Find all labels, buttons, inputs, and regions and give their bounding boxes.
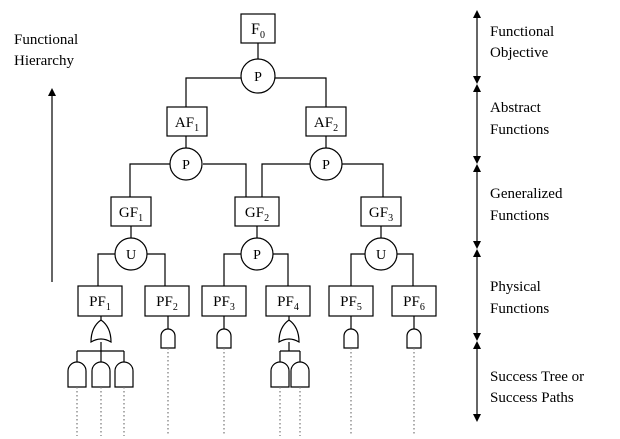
and-gate-pf4-b xyxy=(290,361,310,388)
level-label-success-paths: Success Tree or Success Paths xyxy=(490,369,584,406)
svg-text:Functional: Functional xyxy=(490,24,554,40)
svg-text:U: U xyxy=(376,248,386,263)
level-label-generalized-functions: Generalized Functions xyxy=(490,186,563,224)
box-gf3: GF3 xyxy=(360,196,402,227)
svg-text:GF1: GF1 xyxy=(119,205,143,224)
svg-text:PF1: PF1 xyxy=(89,294,111,313)
svg-text:Success Tree or: Success Tree or xyxy=(490,369,584,385)
and-gate-pf6 xyxy=(406,328,422,349)
or-gate-pf4 xyxy=(278,319,300,344)
box-gf1: GF1 xyxy=(110,196,152,227)
svg-text:PF3: PF3 xyxy=(213,294,235,313)
svg-text:F0: F0 xyxy=(251,21,265,41)
box-pf2: PF2 xyxy=(144,285,190,317)
and-gate-pf1-c xyxy=(114,361,134,388)
svg-text:P: P xyxy=(253,248,261,263)
node-p-right: P xyxy=(309,147,343,181)
svg-text:GF3: GF3 xyxy=(369,205,393,224)
and-gates xyxy=(67,328,422,388)
and-gate-pf3 xyxy=(216,328,232,349)
svg-text:Functions: Functions xyxy=(490,208,549,224)
svg-text:PF2: PF2 xyxy=(156,294,178,313)
box-pf6: PF6 xyxy=(391,285,437,317)
box-gf2: GF2 xyxy=(234,196,280,227)
svg-text:PF4: PF4 xyxy=(277,294,299,313)
box-pf3: PF3 xyxy=(201,285,247,317)
level-label-functional-objective: Functional Objective xyxy=(490,24,554,61)
success-path-lines xyxy=(76,348,415,436)
and-gate-pf5 xyxy=(343,328,359,349)
svg-text:Physical: Physical xyxy=(490,279,541,295)
connectors xyxy=(76,43,415,363)
svg-text:U: U xyxy=(126,248,136,263)
and-gate-pf1-b xyxy=(91,361,111,388)
node-u-right: U xyxy=(364,237,398,271)
box-f0: F0 xyxy=(240,13,276,44)
and-gate-pf2 xyxy=(160,328,176,349)
svg-text:P: P xyxy=(182,158,190,173)
svg-text:AF1: AF1 xyxy=(175,115,199,134)
svg-text:AF2: AF2 xyxy=(314,115,338,134)
box-af1: AF1 xyxy=(166,106,208,137)
svg-text:Success Paths: Success Paths xyxy=(490,390,574,406)
node-p-top: P xyxy=(240,58,276,94)
box-pf5: PF5 xyxy=(328,285,374,317)
level-label-physical-functions: Physical Functions xyxy=(490,279,549,317)
node-u-left: U xyxy=(114,237,148,271)
svg-text:P: P xyxy=(322,158,330,173)
svg-text:Objective: Objective xyxy=(490,45,549,61)
box-pf4: PF4 xyxy=(265,285,311,317)
svg-text:P: P xyxy=(254,70,262,85)
box-af2: AF2 xyxy=(305,106,347,137)
and-gate-pf4-a xyxy=(270,361,290,388)
svg-text:Generalized: Generalized xyxy=(490,186,563,202)
level-label-abstract-functions: Abstract Functions xyxy=(490,100,549,138)
node-p-left: P xyxy=(169,147,203,181)
svg-text:Abstract: Abstract xyxy=(490,100,542,116)
svg-text:PF6: PF6 xyxy=(403,294,425,313)
hierarchy-label-line1: Functional xyxy=(14,32,78,48)
node-p-mid: P xyxy=(240,237,274,271)
and-gate-pf1-a xyxy=(67,361,87,388)
svg-text:Functions: Functions xyxy=(490,301,549,317)
svg-text:Functions: Functions xyxy=(490,122,549,138)
or-gate-pf1 xyxy=(90,319,112,344)
hierarchy-label-line2: Hierarchy xyxy=(14,53,74,69)
or-gates xyxy=(90,319,300,344)
box-pf1: PF1 xyxy=(77,285,123,317)
svg-text:PF5: PF5 xyxy=(340,294,362,313)
svg-text:GF2: GF2 xyxy=(245,205,269,224)
